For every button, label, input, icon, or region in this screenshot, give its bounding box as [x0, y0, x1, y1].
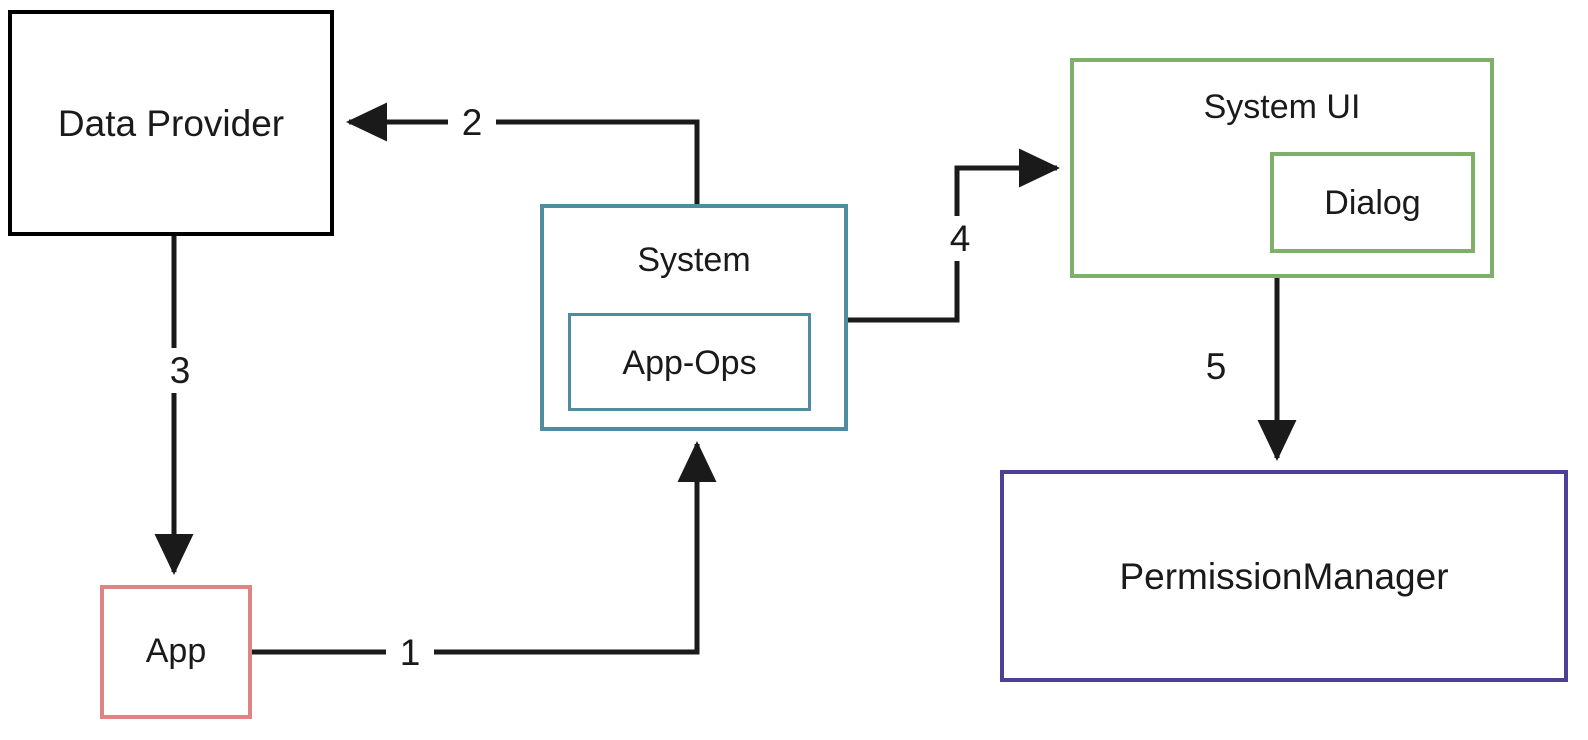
edge-label-3: 3: [156, 348, 204, 393]
edge-2-connector: [345, 102, 700, 204]
edge-label-4: 4: [936, 216, 984, 261]
edge-label-5: 5: [1205, 346, 1227, 387]
node-app-label: App: [145, 632, 207, 670]
node-dialog-label: Dialog: [1324, 184, 1421, 222]
node-permission-manager-label: PermissionManager: [1119, 556, 1449, 597]
edge-label-2: 2: [448, 102, 496, 143]
node-data-provider[interactable]: [8, 10, 334, 236]
node-app-ops-label: App-Ops: [622, 344, 757, 382]
node-system-ui-label: System UI: [1203, 88, 1361, 126]
node-app[interactable]: [100, 585, 252, 719]
node-data-provider-label: Data Provider: [57, 103, 285, 144]
node-dialog[interactable]: [1270, 152, 1475, 253]
edge-1-connector: [252, 440, 717, 655]
edge-label-1: 1: [386, 632, 434, 673]
node-permission-manager[interactable]: [1000, 470, 1568, 682]
node-system-label: System: [637, 241, 751, 279]
node-app-ops[interactable]: [568, 313, 811, 411]
